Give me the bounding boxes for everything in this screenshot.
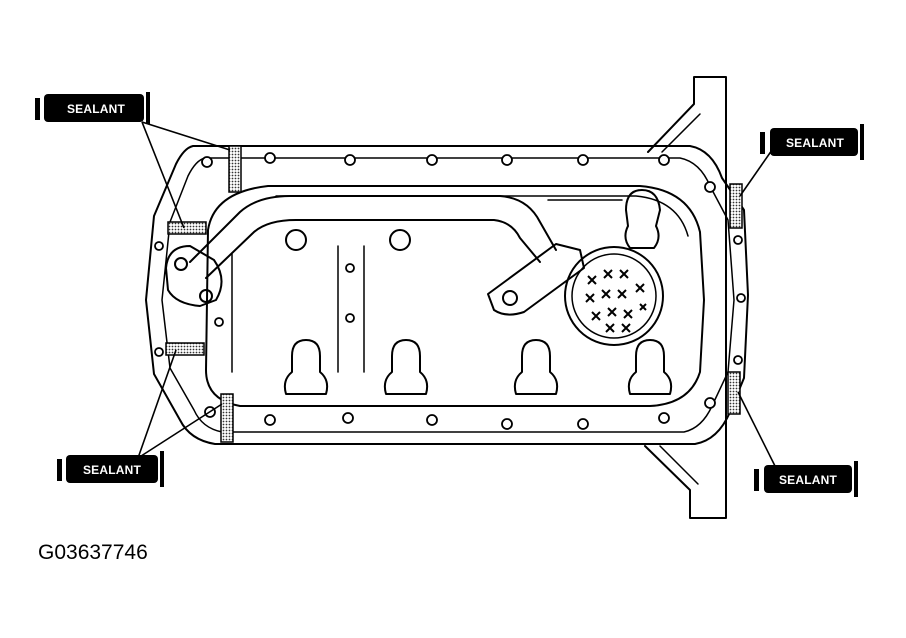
keyhole-boss (283, 339, 329, 395)
sealant-zone-bottom-left (220, 393, 234, 443)
keyhole-boss (513, 339, 559, 395)
oil-pan-inner-well (205, 185, 705, 407)
leader-lines (137, 121, 778, 471)
sealant-tube-top-right: SEALANT (760, 124, 864, 160)
keyhole-boss (627, 339, 673, 395)
oil-pickup-tube (189, 195, 557, 263)
pickup-support-bracket (487, 243, 585, 316)
oil-pan-flange-inner-line (161, 157, 735, 433)
keyhole-boss (383, 339, 429, 395)
sealant-zones (165, 145, 743, 443)
sealant-zone-left-lower (165, 342, 205, 356)
flange-bolt-holes (154, 152, 746, 430)
sealant-zone-right-lower (727, 371, 741, 415)
oil-pickup-tube-edge (205, 219, 541, 279)
svg-text:SEALANT: SEALANT (67, 102, 126, 116)
oil-pan-outer-flange (145, 145, 749, 445)
rear-bracket (644, 76, 727, 519)
sealant-zone-right-upper (729, 183, 743, 229)
svg-text:SEALANT: SEALANT (786, 136, 845, 150)
oil-strainer-outer (564, 246, 664, 346)
sealant-tube-bottom-left: SEALANT (57, 451, 164, 487)
svg-text:SEALANT: SEALANT (83, 463, 142, 477)
sealant-tube-bottom-right: SEALANT (754, 461, 858, 497)
sealant-tube-top-left: SEALANT (35, 92, 150, 124)
pickup-flange (165, 245, 223, 307)
oil-pan-inner-well-step (275, 195, 689, 237)
sealant-zone-left-upper (167, 221, 207, 235)
keyhole-boss (624, 189, 661, 249)
svg-text:SEALANT: SEALANT (779, 473, 838, 487)
rear-bracket-inner (659, 445, 699, 485)
strainer-mesh (585, 269, 647, 333)
sealant-zone-top-left (228, 145, 242, 193)
oil-strainer-screen (571, 253, 657, 339)
figure-id: G03637746 (38, 541, 148, 564)
